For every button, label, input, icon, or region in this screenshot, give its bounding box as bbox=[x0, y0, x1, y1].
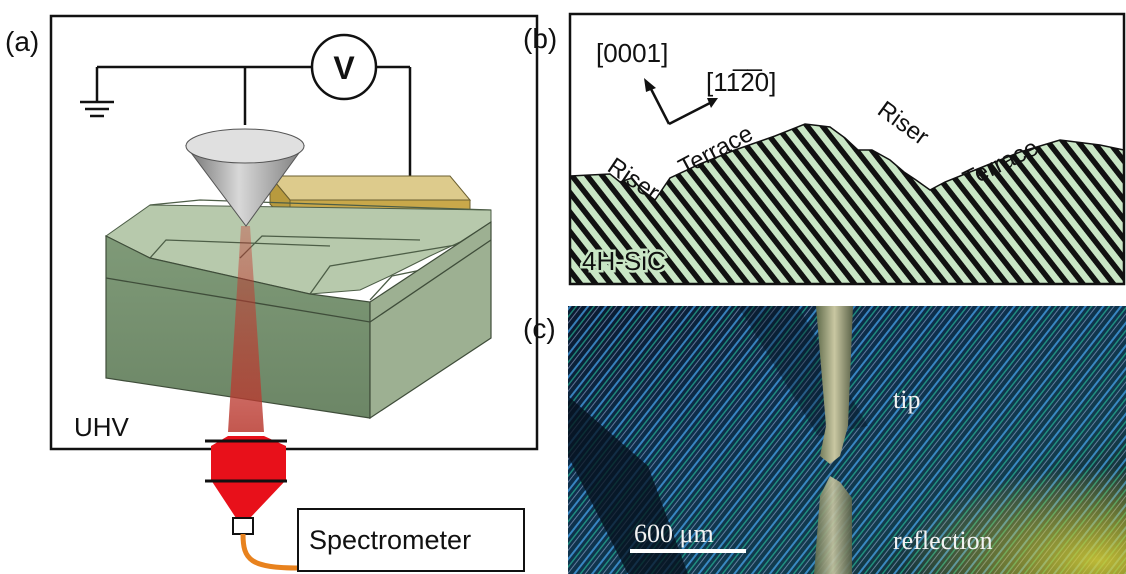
stm-tip-icon bbox=[185, 128, 305, 227]
uhv-chamber-frame bbox=[49, 14, 539, 451]
circuit-wires bbox=[95, 65, 412, 176]
collection-optics bbox=[205, 436, 287, 518]
sic-substrate-block bbox=[105, 199, 492, 420]
emission-beam bbox=[228, 226, 264, 432]
panel-b-frame bbox=[568, 12, 1126, 286]
panel-a-label: (a) bbox=[5, 26, 40, 57]
voltmeter-symbol: V bbox=[333, 50, 355, 86]
tip-label: tip bbox=[893, 385, 920, 414]
panel-b-step-profile: [0001] [11̅2̅0] Riser Terrace Riser Terr… bbox=[568, 12, 1126, 286]
optical-fiber bbox=[240, 533, 301, 571]
tip-reflection-image bbox=[814, 476, 852, 574]
fiber-coupler bbox=[232, 517, 254, 535]
material-label: 4H-SiC bbox=[582, 246, 666, 276]
crystal-axes-arrows bbox=[644, 78, 718, 126]
sic-crystal-profile bbox=[570, 123, 1124, 284]
direction-a-axis: [11̅2̅0] bbox=[706, 67, 776, 97]
tip-image bbox=[816, 306, 853, 464]
step-label-riser-2: Riser bbox=[872, 96, 933, 151]
spectrometer-label: Spectrometer bbox=[309, 525, 472, 555]
reflection-label: reflection bbox=[893, 526, 993, 555]
panel-c-label: (c) bbox=[523, 313, 556, 344]
panel-b-label: (b) bbox=[523, 23, 558, 54]
ground-icon bbox=[80, 100, 114, 118]
panel-a-schematic: V bbox=[49, 14, 539, 571]
voltmeter-icon bbox=[310, 33, 378, 101]
panel-c-optical-micrograph: 600 μm tip reflection bbox=[568, 306, 1126, 574]
uhv-label: UHV bbox=[74, 412, 129, 442]
direction-c-axis: [0001] bbox=[596, 38, 668, 68]
spectrometer-box: Spectrometer bbox=[297, 508, 525, 572]
scale-bar-label: 600 μm bbox=[634, 519, 714, 548]
